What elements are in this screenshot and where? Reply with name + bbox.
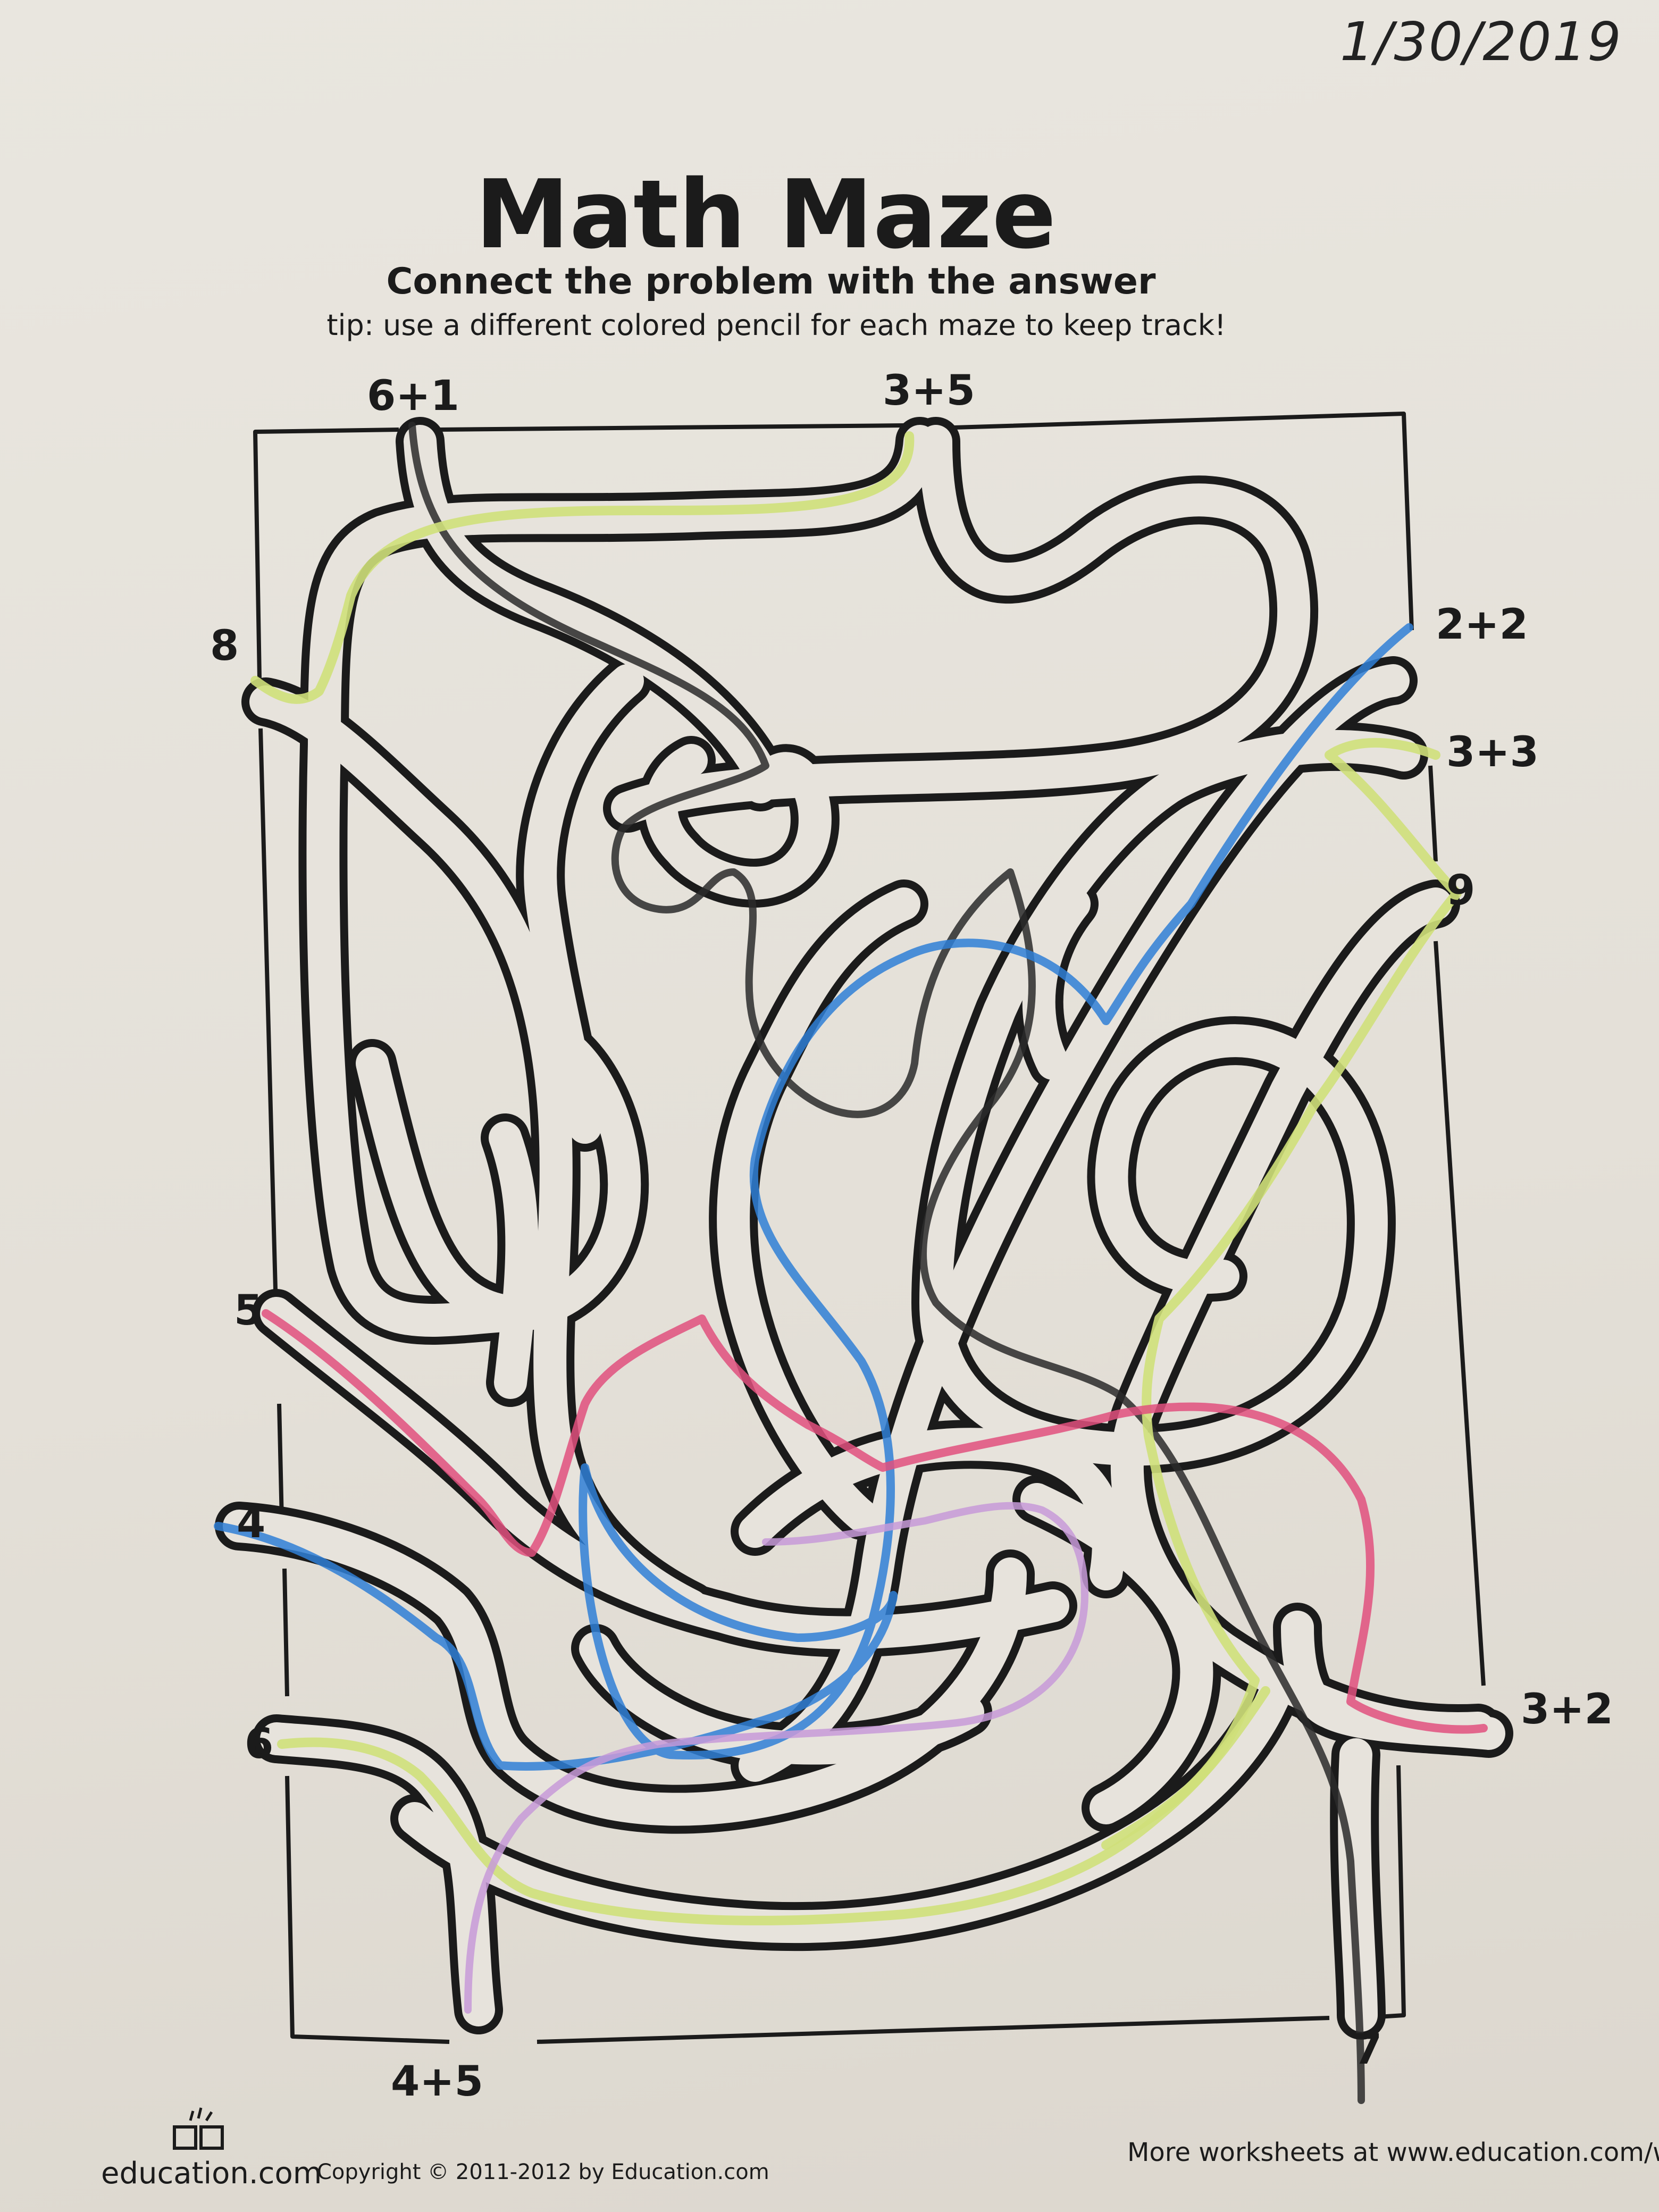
- education-logo-text: education.com: [101, 2156, 322, 2191]
- more-worksheets-link[interactable]: More worksheets at www.education.com/w: [1127, 2138, 1659, 2167]
- frame-left-mid: [277, 1403, 284, 1521]
- answer-label-7: 7: [1353, 2026, 1382, 2074]
- subtitle-text: Connect the problem with the answer: [386, 261, 1156, 303]
- answer-label-5: 5: [234, 1287, 263, 1335]
- problem-label-3plus5: 3+5: [883, 367, 975, 415]
- problem-label-3plus3: 3+3: [1446, 728, 1539, 776]
- copyright-notice: Copyright © 2011-2012 by Education.com: [317, 2160, 769, 2184]
- book-icon: [173, 2107, 224, 2150]
- pencil-path-yellow-green-c: [277, 1686, 1270, 1925]
- worksheet-tip: tip: use a different colored pencil for …: [0, 308, 1659, 342]
- title-text: Math Maze: [475, 160, 1057, 270]
- handwritten-date: 1/30/2019: [1340, 11, 1622, 73]
- problem-label-2plus2: 2+2: [1436, 601, 1528, 649]
- answer-label-9: 9: [1446, 867, 1476, 915]
- frame-top-left: [253, 428, 399, 678]
- problem-label-6plus1: 6+1: [367, 372, 459, 420]
- pencil-path-purple: [464, 1502, 1088, 2014]
- frame-right-lower: [1434, 941, 1486, 1686]
- pencil-path-yellow-green-a: [1101, 738, 1462, 1850]
- worksheet-subtitle: Connect the problem with the answer: [0, 261, 1659, 303]
- problem-label-3plus2: 3+2: [1521, 1686, 1613, 1733]
- pencil-solutions: [214, 422, 1488, 2104]
- answer-label-8: 8: [210, 622, 239, 670]
- answer-label-4: 4: [237, 1499, 266, 1547]
- problem-label-4plus5: 4+5: [391, 2058, 483, 2106]
- pencil-path-black: [408, 422, 1365, 2104]
- frame-bottom-left: [285, 1775, 450, 2044]
- frame-left-upper: [258, 728, 279, 1330]
- pencil-path-pink: [262, 1309, 1488, 1734]
- frame-right-upper: [1428, 765, 1438, 862]
- frame-bottom: [537, 2016, 1330, 2044]
- worksheet-title: Math Maze: [0, 160, 1659, 270]
- frame-left-lower: [282, 1568, 289, 1697]
- tip-text: tip: use a different colored pencil for …: [326, 308, 1226, 342]
- frame-top-mid: [438, 423, 909, 479]
- answer-label-6: 6: [245, 1720, 274, 1768]
- pencil-path-yellow-green-b: [250, 431, 915, 704]
